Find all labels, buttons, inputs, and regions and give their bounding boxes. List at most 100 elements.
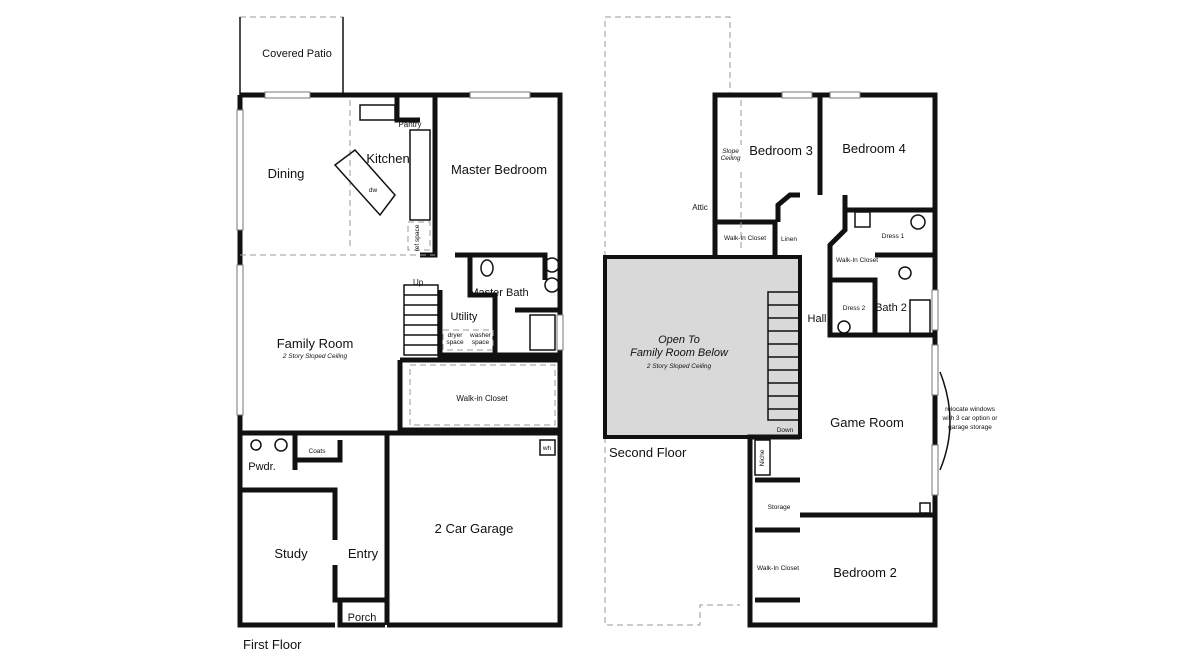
label-walk-in-closet-2: Walk-In Closet [757,565,799,572]
label-porch: Porch [348,612,377,624]
closet-shelving [409,364,556,426]
relocate-note-line-2: with 3 car option or [942,415,999,422]
kitchen-counter [409,129,431,221]
toilet [250,439,262,451]
second-floor-plan: Bedroom 3 Slope Ceiling Bedroom 4 Attic … [603,16,999,628]
label-pwdr: Pwdr. [248,461,276,473]
interior-wall [292,433,343,470]
interior-wall [455,252,548,280]
label-dryer-space: dryer space [446,332,464,347]
label-washer-space: washer space [470,332,491,347]
label-study: Study [274,546,308,561]
window [469,91,531,99]
chase-box [854,211,871,228]
label-walk-in-closet-3: Walk-In Closet [724,235,766,242]
window-relocate-arrow [939,371,951,471]
interior-wall [420,95,438,258]
water-heater [539,439,556,456]
label-down: Down [777,427,794,434]
relocate-note-line-3: garage storage [948,424,992,431]
counter [359,104,396,121]
window [236,264,244,416]
toilet [480,259,494,277]
label-dw: dw [369,187,378,194]
label-ref-space: ref space [414,224,421,251]
label-walk-in-closet-4: Walk-In Closet [836,257,878,264]
label-wh: wh [542,445,552,452]
label-dryer-space-box: dryer space [446,332,464,347]
window [556,314,564,351]
label-open-to-note: 2 Story Sloped Ceiling [646,363,712,370]
label-utility: Utility [451,311,478,323]
label-garage: 2 Car Garage [435,521,514,536]
window [931,444,939,496]
label-master-bath: Master Bath [469,287,528,299]
label-linen: Linen [781,236,797,243]
bathtub [909,299,931,336]
window [264,91,311,99]
label-coats: Coats [309,448,327,455]
toilet [898,266,912,280]
label-walk-in-closet: Walk-in Closet [456,394,508,403]
label-family-room: Family Room [277,336,354,351]
second-floor-title: Second Floor [609,445,687,460]
chase-box [919,502,931,514]
label-bath-2: Bath 2 [875,302,907,314]
sink [544,277,560,293]
label-bedroom-2: Bedroom 2 [833,565,897,580]
roof-outline [604,437,740,626]
label-family-room-note: 2 Story Sloped Ceiling [282,353,348,360]
label-dress-2: Dress 2 [843,305,866,312]
label-bedroom-4: Bedroom 4 [842,141,906,156]
label-attic: Attic [692,203,708,212]
window [829,91,861,99]
window [931,344,939,396]
label-up: Up [413,278,424,287]
sink [274,438,288,452]
interior-wall [397,357,560,433]
interior-wall [240,487,387,603]
label-master-bath-text: Master Bath [469,287,528,299]
label-storage: Storage [768,504,791,511]
interior-wall [437,290,560,358]
label-hall: Hall [808,313,827,325]
ref-space-box [407,221,431,251]
window [781,91,813,99]
label-master-bedroom: Master Bedroom [451,162,547,177]
sink [910,214,926,230]
label-covered-patio: Covered Patio [262,48,332,60]
label-dress-1: Dress 1 [882,233,905,240]
shower [529,314,556,351]
sink [544,257,560,273]
label-game-room: Game Room [830,415,904,430]
first-floor-plan: Covered Patio Dining Kitchen Pantry dw r… [236,16,564,652]
kitchen-island [333,148,396,217]
label-dining: Dining [268,166,305,181]
interior-wall [467,255,498,355]
label-family-room-below: Family Room Below [630,347,729,359]
label-niche: Niche [759,449,766,466]
roof-outline [604,16,731,257]
interior-wall [394,95,420,123]
label-open-to: Open To [658,334,700,346]
interior-wall [747,434,938,628]
label-kitchen: Kitchen [366,151,409,166]
laundry-space-box [442,329,494,351]
interior-wall [827,210,935,338]
label-slope-ceiling: Slope Ceiling [720,148,741,163]
sink [837,320,851,334]
window [931,289,939,331]
label-pantry: Pantry [398,120,421,129]
first-floor-title: First Floor [243,637,302,652]
first-floor-stairs [403,284,439,356]
label-entry: Entry [348,546,379,561]
label-washer-space-box: washer space [470,332,491,347]
second-floor-stairs [767,291,801,421]
label-bedroom-3: Bedroom 3 [749,143,813,158]
window [236,109,244,231]
interior-wall [715,192,935,257]
niche-box [754,439,771,476]
label-slope-ceiling-box: Slope Ceiling [720,148,741,163]
relocate-note-line-1: relocate windows [945,406,996,413]
